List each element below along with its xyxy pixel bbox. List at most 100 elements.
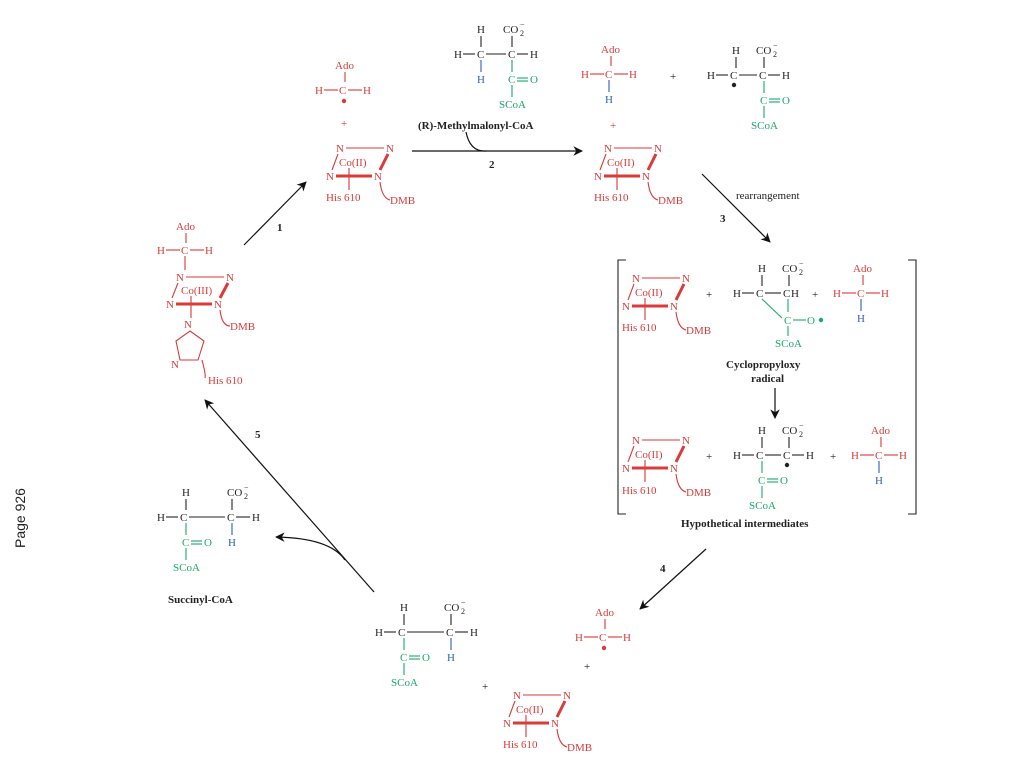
svg-text:N: N bbox=[551, 718, 559, 730]
svg-text:C: C bbox=[784, 315, 791, 327]
svg-text:2: 2 bbox=[461, 607, 465, 616]
svg-text:C: C bbox=[508, 49, 515, 61]
svg-text:2: 2 bbox=[244, 492, 248, 501]
svg-text:H: H bbox=[623, 632, 631, 644]
step-5-arrow bbox=[204, 399, 375, 593]
svg-text:CO: CO bbox=[756, 45, 771, 57]
svg-text:H: H bbox=[477, 74, 485, 86]
svg-text:C: C bbox=[730, 70, 737, 82]
svg-text:H: H bbox=[228, 537, 236, 549]
step-5-label: 5 bbox=[255, 429, 261, 441]
svg-text:H: H bbox=[375, 627, 383, 639]
adocobalamin-complex: Ado H C H N N Co(III) N N DMB N N His 61… bbox=[157, 221, 255, 387]
svg-text:N: N bbox=[386, 143, 394, 155]
svg-text:CO: CO bbox=[782, 425, 797, 437]
svg-text:Ado: Ado bbox=[335, 60, 354, 72]
svg-text:H: H bbox=[875, 475, 883, 487]
svg-text:Co(II): Co(II) bbox=[607, 157, 635, 169]
step-1-label: 1 bbox=[277, 222, 283, 234]
svg-text:N: N bbox=[171, 359, 179, 371]
svg-text:Ado: Ado bbox=[853, 263, 872, 275]
svg-text:N: N bbox=[503, 718, 511, 730]
svg-text:+: + bbox=[670, 71, 676, 83]
svg-text:H: H bbox=[454, 49, 462, 61]
rearrangement-label: rearrangement bbox=[736, 190, 800, 202]
svg-text:His 610: His 610 bbox=[326, 192, 361, 204]
svg-text:DMB: DMB bbox=[686, 487, 711, 499]
svg-text:2: 2 bbox=[799, 430, 803, 439]
bottom-product-complex: H H C C H CO 2 − C O SCoA H + Ado H C H … bbox=[375, 598, 631, 754]
svg-text:C: C bbox=[446, 627, 453, 639]
svg-text:radical: radical bbox=[751, 373, 784, 385]
svg-text:+: + bbox=[830, 451, 836, 463]
svg-text:N: N bbox=[642, 171, 650, 183]
svg-text:DMB: DMB bbox=[567, 742, 592, 754]
svg-text:H: H bbox=[581, 69, 589, 81]
svg-text:N: N bbox=[670, 301, 678, 313]
svg-text:C: C bbox=[756, 288, 763, 300]
svg-text:C: C bbox=[875, 450, 882, 462]
svg-text:N: N bbox=[563, 690, 571, 702]
svg-text:2: 2 bbox=[520, 29, 524, 38]
svg-text:N: N bbox=[632, 273, 640, 285]
hypothetical-intermediates-bracket: N N Co(II) N N His 610 DMB + H H C C H C… bbox=[617, 259, 917, 530]
cyclopropyloxy-caption: Cyclopropyloxy bbox=[726, 359, 801, 371]
svg-text:C: C bbox=[180, 512, 187, 524]
svg-text:C: C bbox=[760, 95, 767, 107]
step-3-label: 3 bbox=[720, 213, 726, 225]
svg-text:C: C bbox=[759, 70, 766, 82]
ado-h-coii-complex-2: Ado H C H H + N N Co(II) N N His 610 DMB… bbox=[581, 41, 790, 207]
svg-text:+: + bbox=[812, 289, 818, 301]
svg-text:H: H bbox=[530, 49, 538, 61]
svg-text:O: O bbox=[807, 315, 815, 327]
svg-text:Ado: Ado bbox=[595, 607, 614, 619]
svg-text:DMB: DMB bbox=[390, 195, 415, 207]
svg-text:H: H bbox=[851, 450, 859, 462]
svg-text:C: C bbox=[857, 288, 864, 300]
svg-text:−: − bbox=[799, 421, 804, 430]
svg-text:C: C bbox=[182, 537, 189, 549]
his610-label: His 610 bbox=[208, 375, 243, 387]
svg-text:H: H bbox=[182, 487, 190, 499]
svg-text:C: C bbox=[605, 69, 612, 81]
svg-text:+: + bbox=[482, 681, 488, 693]
dmb-label: DMB bbox=[230, 321, 255, 333]
svg-text:N: N bbox=[184, 319, 192, 331]
svg-text:−: − bbox=[461, 598, 466, 607]
svg-text:−: − bbox=[773, 41, 778, 50]
svg-text:H: H bbox=[315, 85, 323, 97]
svg-text:O: O bbox=[782, 95, 790, 107]
svg-text:CO: CO bbox=[444, 602, 459, 614]
svg-text:SCoA: SCoA bbox=[499, 99, 526, 111]
svg-text:C: C bbox=[227, 512, 234, 524]
ado-radical-coii-complex-1: Ado H C H + N N Co(II) N N His 610 DMB bbox=[315, 60, 415, 207]
step-1-arrow bbox=[243, 181, 307, 246]
svg-text:N: N bbox=[513, 690, 521, 702]
svg-text:+: + bbox=[610, 120, 616, 132]
hypothetical-intermediates-caption: Hypothetical intermediates bbox=[681, 518, 809, 530]
svg-text:H: H bbox=[806, 450, 814, 462]
svg-text:SCoA: SCoA bbox=[173, 562, 200, 574]
svg-text:C: C bbox=[339, 85, 346, 97]
svg-text:H: H bbox=[881, 288, 889, 300]
svg-text:His 610: His 610 bbox=[503, 739, 538, 751]
svg-text:N: N bbox=[632, 435, 640, 447]
svg-text:C: C bbox=[477, 49, 484, 61]
svg-text:SCoA: SCoA bbox=[749, 500, 776, 512]
ado-label: Ado bbox=[176, 221, 195, 233]
svg-text:SCoA: SCoA bbox=[775, 338, 802, 350]
svg-text:H: H bbox=[899, 450, 907, 462]
svg-text:−: − bbox=[799, 259, 804, 268]
svg-text:H: H bbox=[252, 512, 260, 524]
svg-text:2: 2 bbox=[799, 268, 803, 277]
svg-text:H: H bbox=[833, 288, 841, 300]
svg-text:CO: CO bbox=[503, 24, 518, 36]
svg-text:O: O bbox=[422, 652, 430, 664]
svg-text:C: C bbox=[400, 652, 407, 664]
svg-text:H: H bbox=[605, 94, 613, 106]
svg-text:His 610: His 610 bbox=[622, 485, 657, 497]
svg-text:H: H bbox=[363, 85, 371, 97]
svg-text:H: H bbox=[629, 69, 637, 81]
svg-text:C: C bbox=[756, 450, 763, 462]
